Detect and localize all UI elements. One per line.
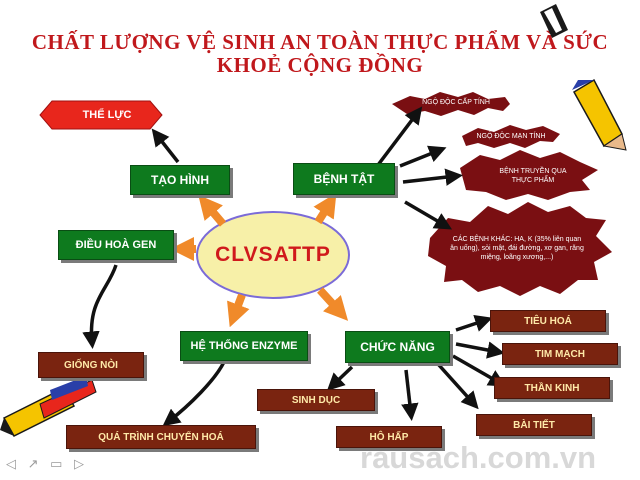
node-tao-hinh: TẠO HÌNH	[130, 165, 230, 195]
burst-khac	[428, 202, 612, 296]
node-benh-tat: BỆNH TẬT	[293, 163, 395, 195]
center-ellipse	[196, 211, 350, 299]
pencil-icon-top-right	[572, 78, 627, 151]
node-bai-tiet: BÀI TIẾT	[476, 414, 592, 436]
title-line-1: CHẤT LƯỢNG VỆ SINH AN TOÀN THỰC PHẨM VÀ …	[31, 30, 609, 54]
orange-arrow-tao-hinh	[198, 194, 227, 227]
label-truyen-qua: BỆNH TRUYỀN QUA THỰC PHẨM	[499, 168, 567, 184]
burst-man-tinh	[462, 125, 560, 148]
node-tim-mach: TIM MẠCH	[502, 343, 618, 365]
slide-nav-icons[interactable]: ◁ ↗ ▭ ▷	[6, 456, 89, 471]
label-benh-khac: CÁC BỆNH KHÁC: HA, K (35% liên quan ăn u…	[450, 236, 584, 261]
pencil-icon-top-right-2	[540, 4, 568, 38]
node-the-luc: THỂ LỰC	[82, 109, 132, 121]
node-sinh-duc: SINH DỤC	[257, 389, 375, 411]
burst-truyen-qua	[460, 150, 598, 200]
node-than-kinh: THẦN KINH	[494, 377, 610, 399]
node-chuc-nang: CHỨC NĂNG	[345, 331, 450, 363]
orange-arrow-chuc-nang	[317, 287, 349, 321]
label-cap-tinh: NGỘ ĐỘC CẤP TÍNH	[422, 99, 490, 106]
the-luc-callout	[39, 100, 163, 130]
pencil-icon-bottom-left	[0, 376, 97, 437]
center-label: CLVSATTP	[215, 243, 331, 266]
label-man-tinh: NGỘ ĐỘC MẠN TÍNH	[476, 133, 546, 140]
watermark: rausach.com.vn	[360, 440, 597, 475]
title-line-2: KHOẺ CỘNG ĐỒNG	[216, 53, 424, 77]
orange-arrow-benh-tat	[313, 192, 337, 225]
node-qua-trinh-chuyen-hoa: QUÁ TRÌNH CHUYỂN HOÁ	[66, 425, 256, 449]
connector-arrows	[82, 106, 507, 427]
node-giong-noi: GIỐNG NÒI	[38, 352, 144, 378]
node-dieu-hoa-gen: ĐIỀU HOÀ GEN	[58, 230, 174, 260]
node-tieu-hoa: TIÊU HOÁ	[490, 310, 606, 332]
node-he-thong-enzyme: HỆ THỐNG ENZYME	[180, 331, 308, 361]
node-ho-hap: HÔ HẤP	[336, 426, 442, 448]
orange-arrow-enzyme	[227, 293, 250, 328]
